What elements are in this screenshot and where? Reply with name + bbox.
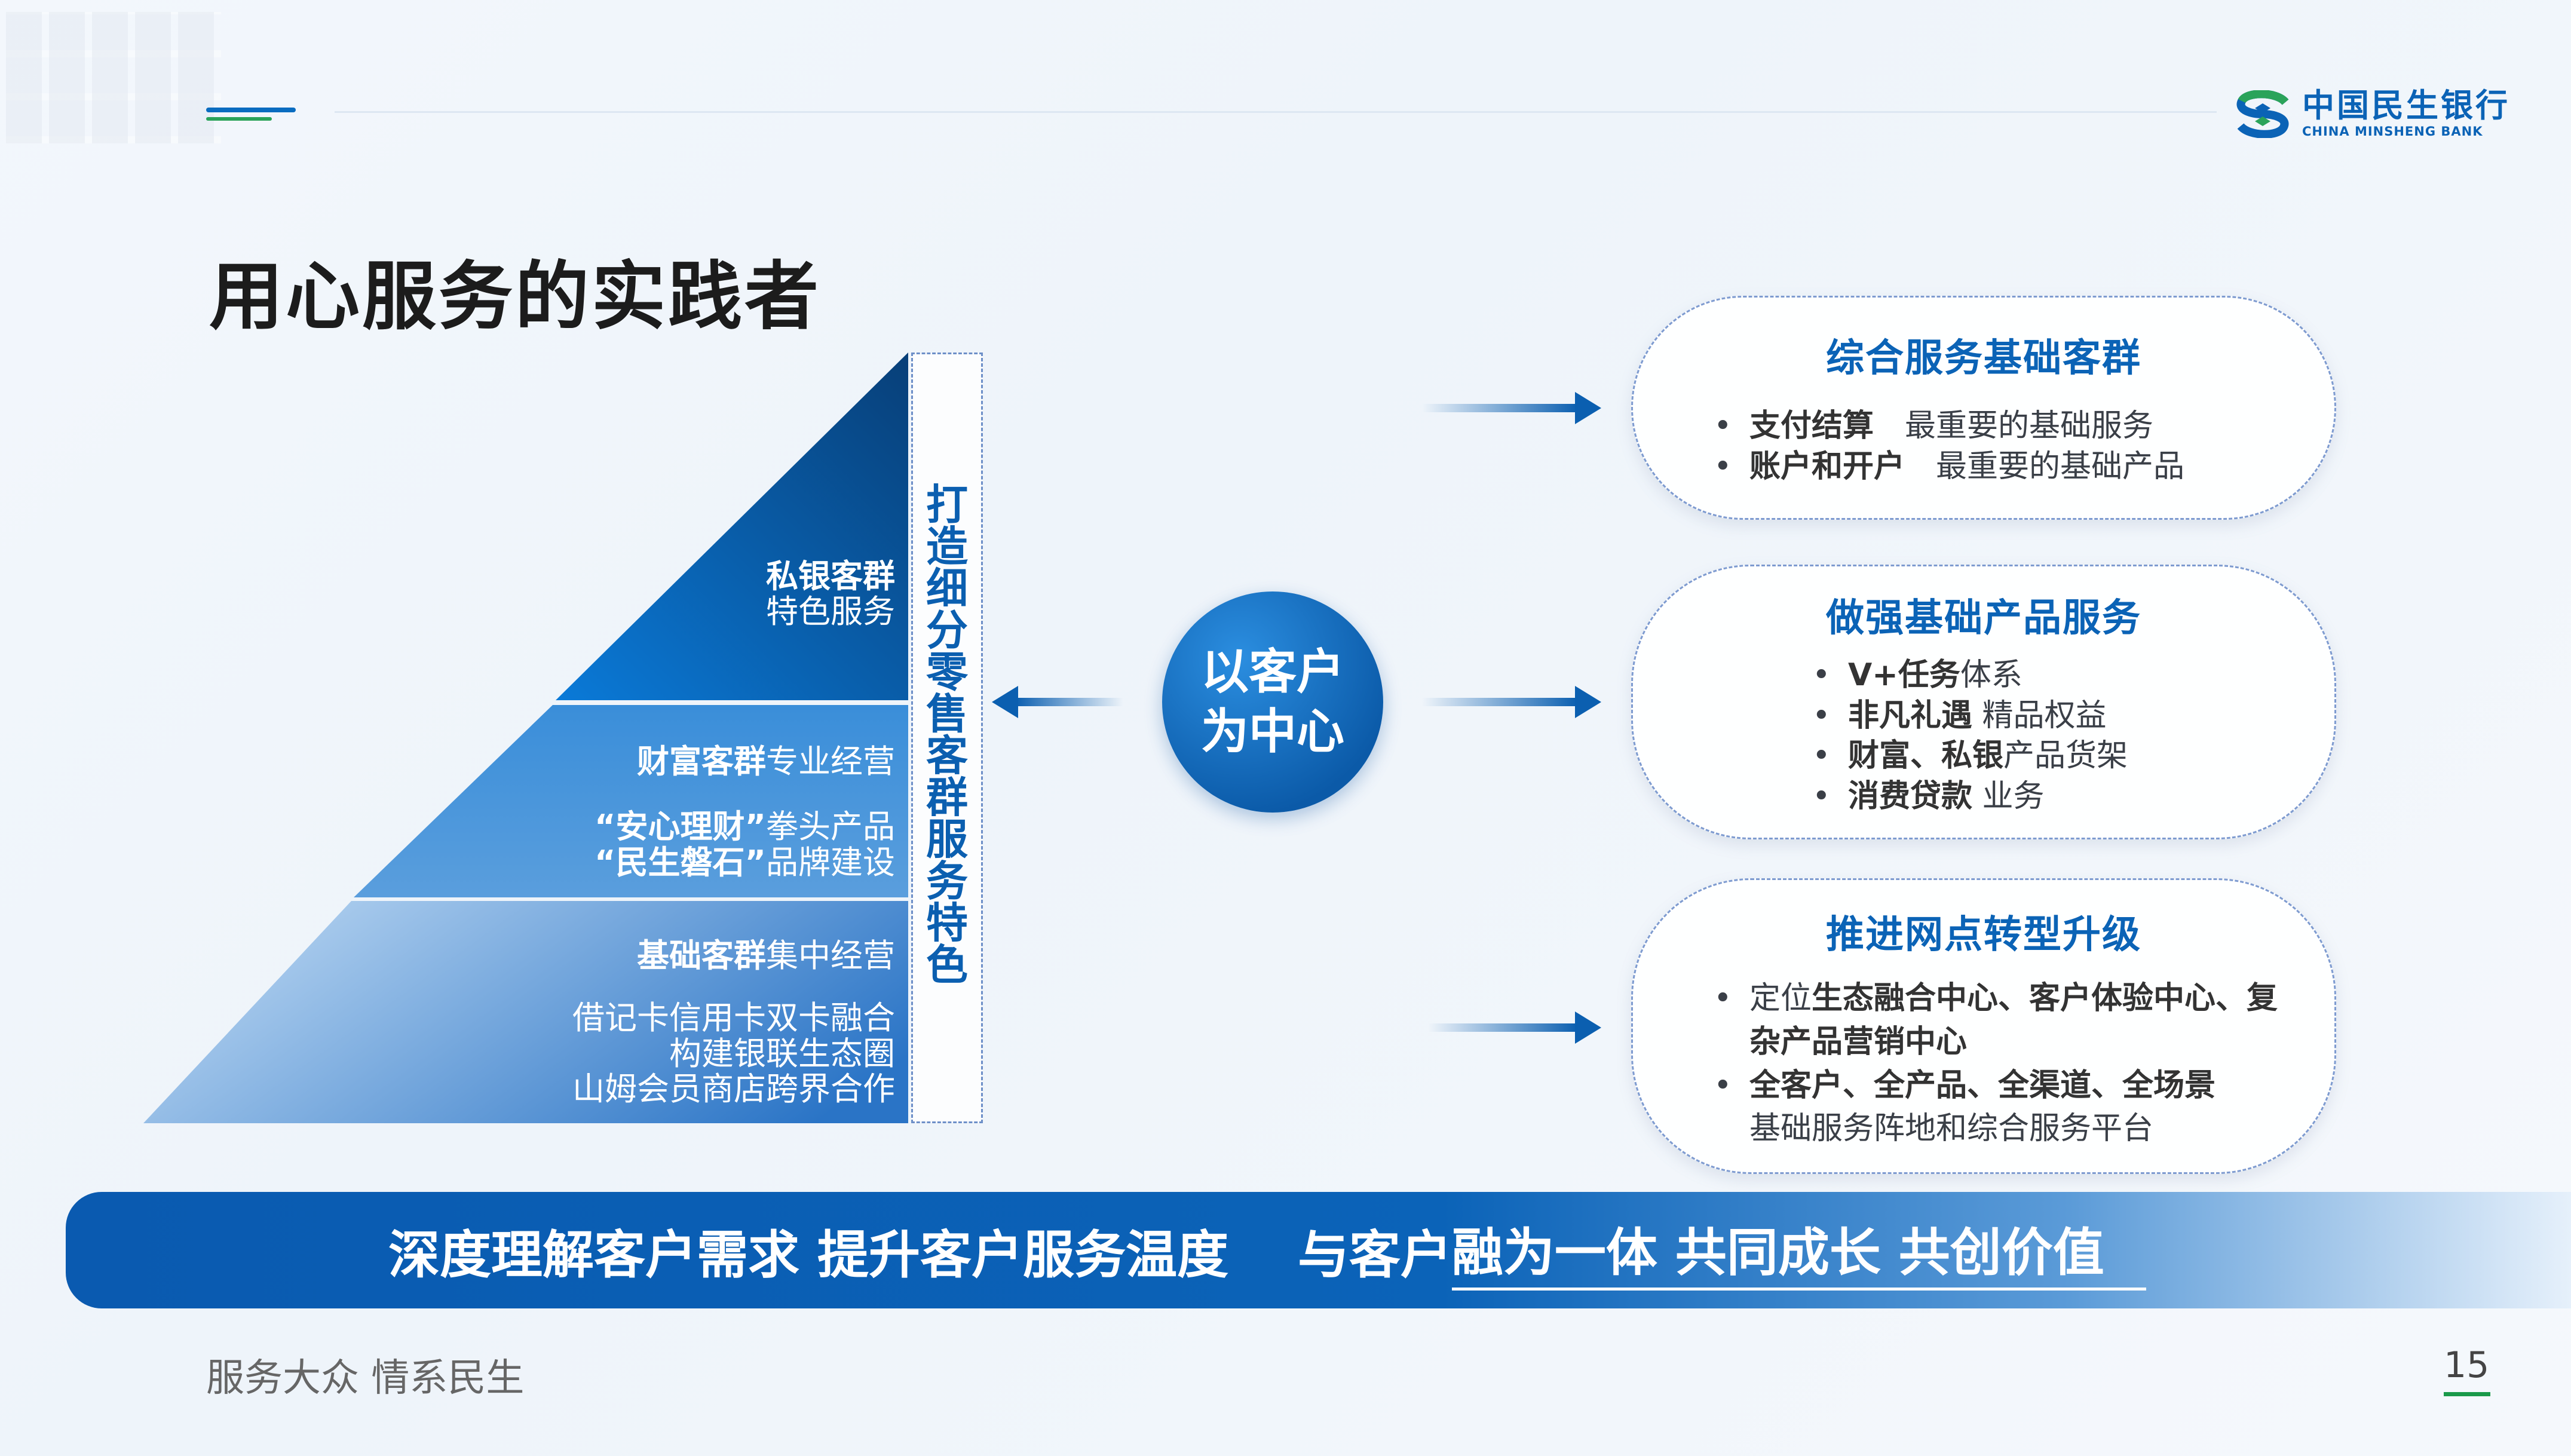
tier-bottom-line: 构建银联生态圈 [669,1034,895,1072]
bank-logo: 中国民生银行 CHINA MINSHENG BANK [2235,90,2510,139]
page-number-underline [2444,1392,2490,1396]
tier-bottom-line: 借记卡信用卡双卡融合 [572,999,895,1037]
tier-middle-title: 财富客群 [637,743,766,780]
center-text-line2: 为中心 [1201,704,1344,759]
bubble-item: 非凡礼遇 精品权益 [1812,696,2334,737]
tier-bottom-line: 山姆会员商店跨界合作 [572,1070,895,1108]
tier-bottom-text: 基础客群集中经营 借记卡信用卡双卡融合 构建银联生态圈 山姆会员商店跨界合作 [572,938,895,1107]
arrow-right-icon [1422,686,1601,718]
tier-top-title: 私银客群 [766,557,895,595]
center-circle: 以客户 为中心 [1162,591,1383,813]
tier-top-text: 私银客群 特色服务 [766,559,895,630]
bubble-item: 财富、私银产品货架 [1812,736,2334,777]
bubble-item: 支付结算 最重要的基础服务 [1714,406,2334,447]
bank-logo-icon [2236,90,2289,138]
arrow-right-icon [1422,392,1601,424]
tier-middle-brand-desc: 品牌建设 [766,843,895,881]
tier-middle-subtitle: 专业经营 [766,743,895,780]
tier-bottom-title: 基础客群 [637,937,766,974]
tier-middle-product-desc: 拳头产品 [766,808,895,846]
arrow-right-icon [1428,1011,1601,1044]
logo-english-name: CHINA MINSHENG BANK [2302,124,2483,139]
pyramid-chart [143,352,908,1123]
center-text-line1: 以客户 [1201,644,1344,700]
pyramid-tier-top [556,352,908,700]
tier-bottom-subtitle: 集中经营 [766,937,895,974]
bubble-item: 消费贷款 业务 [1812,777,2334,817]
banner-text: 深度理解客户需求 提升客户服务温度 与客户 [388,1225,1452,1285]
slogan-banner: 深度理解客户需求 提升客户服务温度 与客户融为一体 共同成长 共创价值 [66,1192,2571,1308]
bubble-item: 账户和开户 最重要的基础产品 [1714,447,2334,488]
footer-slogan: 服务大众 情系民生 [206,1356,525,1400]
arrow-left-icon [992,686,1123,718]
header-divider [335,111,2217,113]
side-label-box [911,352,983,1123]
bubble-branch-transformation: 推进网点转型升级 定位生态融合中心、客户体验中心、复杂产品营销中心 全客户、全产… [1631,878,2336,1174]
tier-middle-text: 财富客群专业经营 “安心理财”拳头产品 “民生磐石”品牌建设 [595,744,895,880]
accent-line-blue [206,108,296,112]
bubble-title: 推进网点转型升级 [1826,913,2141,957]
pyramid-tier-middle [354,705,908,897]
side-label-vertical: 打造细分零售客群服务特色 [926,480,968,989]
bubble-item: 定位生态融合中心、客户体验中心、复杂产品营销中心 [1714,977,2287,1064]
bubble-item: V+任务体系 [1812,655,2334,696]
decorative-grid [6,12,221,143]
bubble-basic-products: 做强基础产品服务 V+任务体系 非凡礼遇 精品权益 财富、私银产品货架 消费贷款… [1631,565,2336,839]
tier-middle-brand: “民生磐石” [595,843,766,881]
bubble-title: 综合服务基础客群 [1826,336,2141,381]
accent-line-green [206,117,272,121]
tier-middle-product: “安心理财” [595,808,766,846]
tier-top-subtitle: 特色服务 [766,593,895,631]
logo-chinese-name: 中国民生银行 [2302,87,2510,124]
bubble-title: 做强基础产品服务 [1826,596,2141,640]
bubble-basic-customers: 综合服务基础客群 支付结算 最重要的基础服务 账户和开户 最重要的基础产品 [1631,296,2336,520]
page-title: 用心服务的实践者 [209,254,822,340]
banner-text-underlined: 融为一体 共同成长 共创价值 [1451,1210,2146,1291]
page-number: 15 [2444,1344,2490,1386]
pyramid-tier-bottom [143,901,908,1123]
